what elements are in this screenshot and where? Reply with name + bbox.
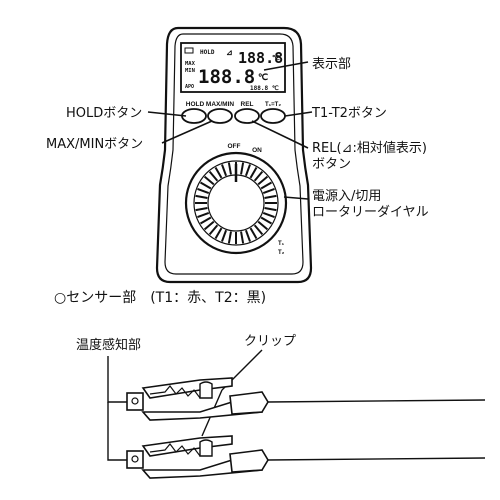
t2-label: T₂ [278,250,285,256]
probe-t2-tip [126,450,144,469]
dial-knurl-tick [214,166,223,179]
t1t2-button-label: T₁=T₂ [265,102,281,108]
probe-t1-hole [131,397,139,405]
rel-button[interactable] [234,108,260,124]
dial-center [207,174,265,232]
dial-knurl-tick [195,194,208,199]
dial-knurl-tick [262,188,275,195]
lcd-display [180,42,286,93]
probe-t1-cable [267,399,486,403]
probe-t1-spring [199,381,213,399]
hold-callout [147,111,187,117]
probe-t2-grip [229,449,269,473]
sensor-probes [107,349,486,479]
dial-knurl-tick [199,216,212,225]
dial-knurl-tick [249,227,258,240]
dial-knurl-tick [197,188,210,195]
lcd-unit-top: ℃ [272,54,280,62]
dial-knurl-tick [260,216,273,225]
dial-knurl-tick [208,224,219,236]
dial-knurl-tick [257,220,269,231]
lcd-digits-small: 188.8 [250,85,268,92]
probe-t2 [126,435,486,479]
dial-knurl-tick [257,175,269,186]
dial-knurl-tick [214,227,223,240]
lcd-unit-small: ℃ [272,85,279,92]
probe-t2-hole [131,455,139,463]
probe-t1-tip [126,392,144,411]
dial-on-label: ON [252,147,262,154]
lcd-hold-text: HOLD [200,49,215,56]
dial-knurl-tick [208,170,219,182]
dial-caption-line2: ロータリーダイヤル [312,205,429,220]
maxmin-callout [161,120,213,144]
dial-knurl-tick [197,211,210,218]
lcd-unit-main: ℃ [258,72,268,83]
probe-t1-grip [229,391,269,415]
t1-label: T₁ [278,241,285,247]
rotary-dial[interactable] [184,151,288,255]
dial-knurl-tick [240,231,245,244]
thermometer-device: HOLD ⊿ 188.8 ℃ MAX MIN 188.8 ℃ APO 188.8… [155,26,313,284]
dial-callout [283,196,309,200]
lcd-digits-main: 188.8 [198,66,255,88]
maxmin-button[interactable] [207,108,233,124]
dial-knurl-tick [253,170,264,182]
t1t2-button[interactable] [260,108,286,124]
clip-label: クリップ [244,334,296,349]
lcd-digits-top: 188.8 [238,49,283,67]
lcd-apo-text: APO [185,84,194,90]
temp-sensor-label: 温度感知部 [76,337,141,353]
dial-off-label: OFF [228,143,241,150]
maxmin-button-caption: MAX/MINボタン [46,137,143,152]
lcd-max-text: MAX [185,61,196,67]
temp-sensor-callout-1 [107,356,128,403]
dial-knurl-tick [262,211,275,218]
display-label: 表示部 [312,57,351,72]
temp-sensor-callout-2 [107,402,128,461]
probe-t2-spring [199,439,213,457]
dial-knurl-tick [244,164,251,177]
dial-knurl-tick [264,207,277,212]
t1t2-button-caption: T1-T2ボタン [311,106,387,121]
rel-button-label: REL [241,101,254,108]
dial-knurl-tick [227,162,232,175]
dial-knurl-tick [244,229,251,242]
battery-icon [184,47,194,54]
callout-lines [147,61,313,200]
dial-knurl-tick [221,229,228,242]
rel-callout [251,120,309,149]
t1t2-callout [284,111,313,117]
dial-knurl-tick [227,231,232,244]
probe-t2-cable [267,457,486,461]
dial-knurl-outer [193,160,279,246]
device-inner-edge [164,33,304,275]
dial-knurl-ticks [195,162,277,244]
dial-knurl-tick [240,162,245,175]
rel-button-caption-line2: ボタン [312,157,351,172]
dial-knurl-tick [249,166,258,179]
dial-knurl-tick [253,224,264,236]
display-callout [263,61,309,71]
dial-knurl-tick [264,194,277,199]
sensor-section-heading: ○センサー部 (T1：赤、T2：黒) [54,290,266,306]
dial-knurl-tick [203,175,215,186]
maxmin-button-label: MAX/MIN [206,101,234,108]
hold-button-caption: HOLDボタン [66,106,142,121]
hold-button-label: HOLD [186,101,205,108]
lcd-min-text: MIN [185,68,195,74]
dial-caption-line1: 電源入/切用 [312,189,381,204]
dial-knurl-tick [195,207,208,212]
dial-knurl-tick [203,220,215,231]
probe-t1 [126,377,486,421]
lcd-delta-symbol: ⊿ [226,48,233,57]
dial-knurl-tick [199,181,212,190]
dial-knurl-tick [260,181,273,190]
dial-knurl-tick [221,164,228,177]
rel-button-caption-line1: REL(⊿:相対値表示) [312,140,427,156]
